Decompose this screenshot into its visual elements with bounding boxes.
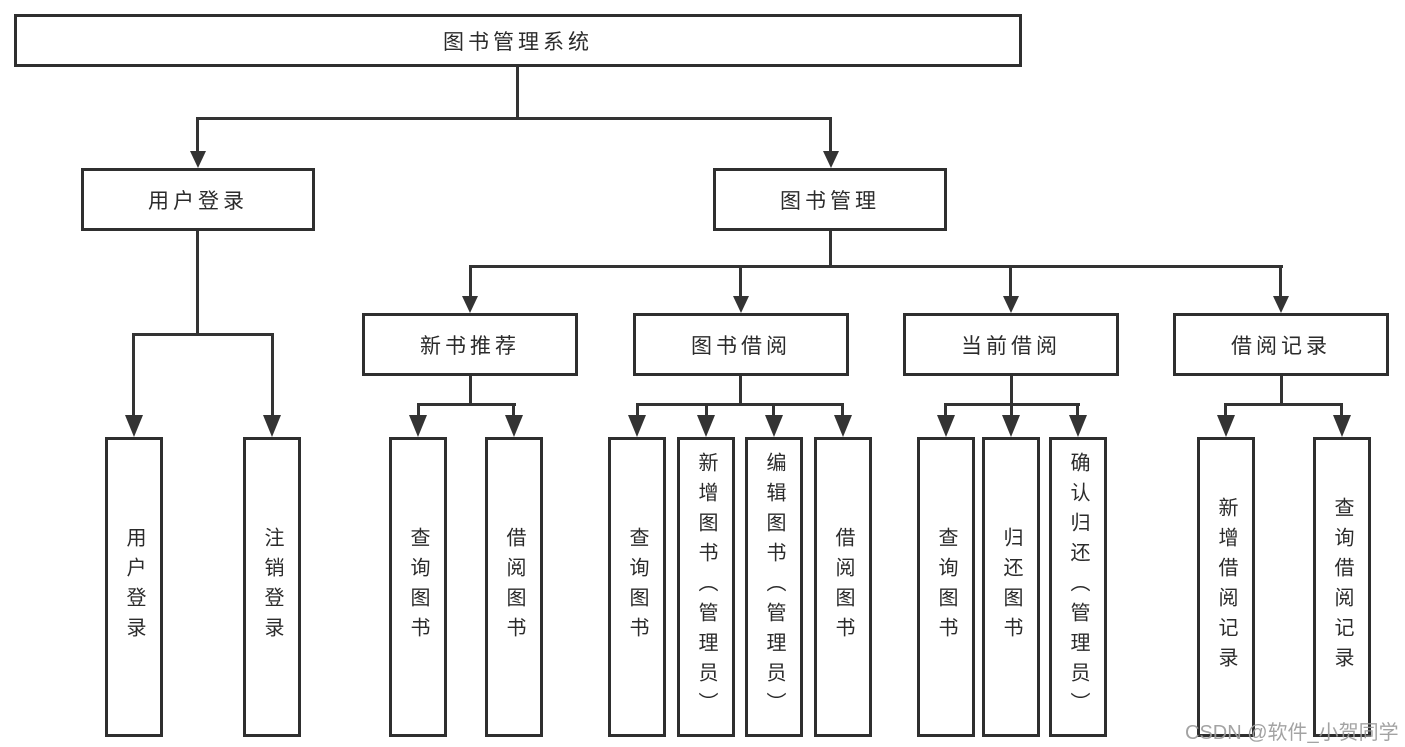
- leaf-user-login: 用户登录: [105, 437, 163, 737]
- connector-line: [196, 231, 199, 335]
- connector-line: [469, 265, 1283, 268]
- node-library-system: 图书管理系统: [14, 14, 1022, 67]
- connector-line: [1010, 403, 1013, 415]
- arrow-down-icon: [628, 415, 646, 437]
- node-label: 查询图书: [626, 527, 648, 647]
- arrow-down-icon: [1273, 296, 1289, 313]
- leaf-current-return-book: 归还图书: [982, 437, 1040, 737]
- node-label: 新增借阅记录: [1215, 497, 1237, 677]
- node-label: 归还图书: [1000, 527, 1022, 647]
- connector-line: [132, 333, 274, 336]
- node-label: 借阅图书: [503, 527, 525, 647]
- connector-line: [636, 403, 639, 415]
- node-borrow-record: 借阅记录: [1173, 313, 1389, 376]
- arrow-down-icon: [733, 296, 749, 313]
- connector-line: [469, 376, 472, 405]
- connector-line: [841, 403, 844, 415]
- arrow-down-icon: [834, 415, 852, 437]
- leaf-current-confirm-return-admin: 确认归还（管理员）: [1049, 437, 1107, 737]
- connector-line: [417, 403, 516, 406]
- node-label: 确认归还（管理员）: [1067, 452, 1089, 722]
- leaf-current-query-book: 查询图书: [917, 437, 975, 737]
- leaf-borrow-add-book-admin: 新增图书（管理员）: [677, 437, 735, 737]
- connector-line: [944, 403, 947, 415]
- connector-line: [829, 117, 832, 151]
- arrow-down-icon: [1333, 415, 1351, 437]
- connector-line: [1224, 403, 1227, 415]
- arrow-down-icon: [505, 415, 523, 437]
- arrow-down-icon: [190, 151, 206, 168]
- arrow-down-icon: [765, 415, 783, 437]
- connector-line: [739, 265, 742, 296]
- leaf-logout-login: 注销登录: [243, 437, 301, 737]
- connector-line: [469, 265, 472, 296]
- connector-line: [1076, 403, 1079, 415]
- node-label: 借阅图书: [832, 527, 854, 647]
- arrow-down-icon: [125, 415, 143, 437]
- arrow-down-icon: [697, 415, 715, 437]
- arrow-down-icon: [409, 415, 427, 437]
- connector-line: [1009, 265, 1012, 296]
- connector-line: [636, 403, 844, 406]
- leaf-recommend-borrow-book: 借阅图书: [485, 437, 543, 737]
- arrow-down-icon: [1069, 415, 1087, 437]
- leaf-recommend-query-book: 查询图书: [389, 437, 447, 737]
- connector-line: [1279, 265, 1282, 296]
- node-book-management: 图书管理: [713, 168, 947, 231]
- node-label: 编辑图书（管理员）: [763, 452, 785, 722]
- connector-line: [1280, 376, 1283, 405]
- node-label: 用户登录: [123, 527, 145, 647]
- node-label: 新增图书（管理员）: [695, 452, 717, 722]
- node-label: 查询借阅记录: [1331, 497, 1353, 677]
- node-book-borrow: 图书借阅: [633, 313, 849, 376]
- node-label: 借阅记录: [1231, 334, 1331, 358]
- leaf-borrow-edit-book-admin: 编辑图书（管理员）: [745, 437, 803, 737]
- connector-line: [772, 403, 775, 415]
- leaf-record-query: 查询借阅记录: [1313, 437, 1371, 737]
- node-new-book-recommend: 新书推荐: [362, 313, 578, 376]
- arrow-down-icon: [263, 415, 281, 437]
- node-current-borrow: 当前借阅: [903, 313, 1119, 376]
- connector-line: [512, 403, 515, 415]
- node-label: 图书借阅: [691, 334, 791, 358]
- connector-line: [739, 376, 742, 405]
- connector-line: [1010, 376, 1013, 405]
- connector-line: [1224, 403, 1343, 406]
- node-label: 用户登录: [148, 189, 248, 213]
- arrow-down-icon: [1217, 415, 1235, 437]
- node-label: 注销登录: [261, 527, 283, 647]
- arrow-down-icon: [1002, 415, 1020, 437]
- leaf-borrow-borrow-book: 借阅图书: [814, 437, 872, 737]
- connector-line: [196, 117, 199, 151]
- arrow-down-icon: [1003, 296, 1019, 313]
- leaf-borrow-query-book: 查询图书: [608, 437, 666, 737]
- node-label: 查询图书: [935, 527, 957, 647]
- connector-line: [417, 403, 420, 415]
- connector-line: [705, 403, 708, 415]
- arrow-down-icon: [462, 296, 478, 313]
- arrow-down-icon: [823, 151, 839, 168]
- connector-line: [1340, 403, 1343, 415]
- connector-line: [516, 67, 519, 117]
- connector-line: [196, 117, 832, 120]
- watermark: CSDN @软件_小贺同学: [1185, 722, 1399, 744]
- node-label: 新书推荐: [420, 334, 520, 358]
- connector-line: [132, 333, 135, 415]
- node-label: 图书管理系统: [443, 30, 593, 54]
- arrow-down-icon: [937, 415, 955, 437]
- node-label: 查询图书: [407, 527, 429, 647]
- leaf-record-add: 新增借阅记录: [1197, 437, 1255, 737]
- connector-line: [271, 333, 274, 415]
- connector-line: [829, 231, 832, 267]
- node-label: 当前借阅: [961, 334, 1061, 358]
- node-user-login: 用户登录: [81, 168, 315, 231]
- node-label: 图书管理: [780, 189, 880, 213]
